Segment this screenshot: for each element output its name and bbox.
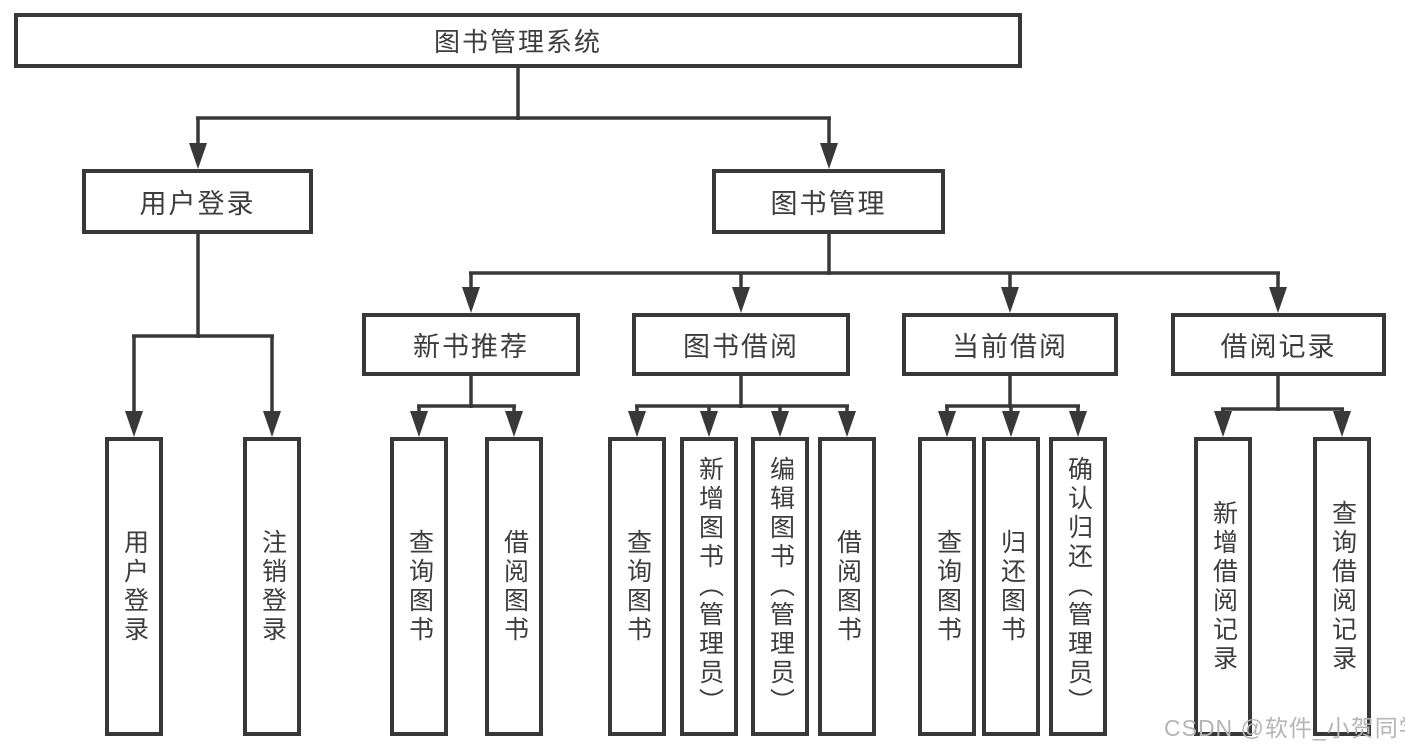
- node-label: 编辑图书（管理员）: [766, 456, 795, 717]
- node-label: 确认归还（管理员）: [1064, 456, 1093, 717]
- node-label: 查询图书: [933, 528, 962, 645]
- leaf-borrow-books: 借阅图书: [818, 437, 876, 736]
- leaf-edit-books-admin: 编辑图书（管理员）: [751, 437, 809, 736]
- node-label: 用户登录: [120, 528, 149, 645]
- node-label: 图书借阅: [683, 332, 799, 362]
- leaf-confirm-return-admin: 确认归还（管理员）: [1049, 437, 1107, 736]
- leaf-add-books-admin: 新增图书（管理员）: [680, 437, 738, 736]
- leaf-logout: 注销登录: [243, 437, 301, 736]
- leaf-add-borrow-record: 新增借阅记录: [1194, 437, 1252, 736]
- leaf-query-books-recommend: 查询图书: [390, 437, 448, 736]
- node-label: 借阅图书: [500, 528, 529, 645]
- leaf-borrow-books-recommend: 借阅图书: [485, 437, 543, 736]
- csdn-watermark: CSDN @软件_小贺同学: [1164, 715, 1405, 741]
- node-user-login: 用户登录: [82, 169, 313, 234]
- node-label: 查询图书: [405, 528, 434, 645]
- node-label: 新增图书（管理员）: [695, 456, 724, 717]
- node-label: 新增借阅记录: [1209, 499, 1238, 674]
- node-label: 借阅记录: [1220, 332, 1337, 362]
- node-label: 查询图书: [623, 528, 652, 645]
- leaf-user-login: 用户登录: [105, 437, 163, 736]
- node-label: 图书管理: [770, 189, 887, 219]
- node-label: 新书推荐: [413, 332, 529, 362]
- leaf-return-books: 归还图书: [982, 437, 1040, 736]
- node-label: 借阅图书: [833, 528, 862, 645]
- node-current-borrow: 当前借阅: [902, 313, 1118, 376]
- leaf-query-borrow-record: 查询借阅记录: [1313, 437, 1371, 736]
- node-label: 归还图书: [997, 528, 1026, 645]
- node-borrow-records: 借阅记录: [1171, 313, 1386, 376]
- leaf-query-books-borrow: 查询图书: [608, 437, 666, 736]
- node-book-borrow: 图书借阅: [632, 313, 850, 376]
- node-label: 用户登录: [139, 189, 256, 219]
- node-label: 图书管理系统: [433, 27, 602, 57]
- node-label: 查询借阅记录: [1328, 499, 1357, 674]
- node-label: 当前借阅: [952, 332, 1068, 362]
- leaf-query-books-current: 查询图书: [918, 437, 976, 736]
- node-new-book-recommend: 新书推荐: [362, 313, 580, 376]
- node-book-management: 图书管理: [712, 169, 945, 234]
- node-label: 注销登录: [258, 528, 287, 645]
- node-library-management-system: 图书管理系统: [14, 13, 1022, 68]
